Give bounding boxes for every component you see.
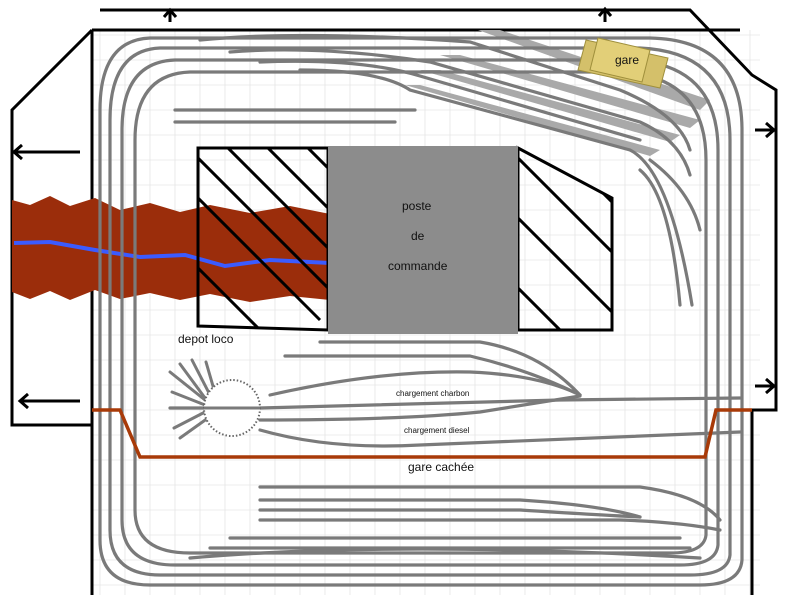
arrow-left-bottom-icon — [17, 392, 80, 410]
poste-de-commande-block — [328, 146, 518, 334]
station-track-2 — [228, 48, 692, 177]
arrow-left-top-icon — [11, 143, 80, 161]
station-building — [577, 37, 669, 89]
labels: gare poste de commande depot loco charge… — [178, 53, 639, 474]
label-commande: commande — [388, 259, 448, 273]
turntable — [168, 358, 261, 440]
direction-arrows — [11, 6, 777, 410]
station-exit-3 — [648, 158, 702, 232]
siding-depot-1 — [318, 340, 582, 397]
siding-diesel-2 — [258, 428, 742, 448]
label-gare-cachee: gare cachée — [408, 460, 474, 474]
hidden-track-1 — [258, 485, 722, 522]
rail-tracks — [98, 33, 744, 587]
track-loop-3 — [120, 58, 720, 567]
siding-charbon-1 — [268, 370, 582, 397]
track-loop-outer — [98, 36, 744, 587]
station-track-1 — [198, 33, 692, 152]
track-loop-4 — [133, 70, 708, 555]
frame-left — [90, 28, 740, 595]
hidden-track-2 — [258, 498, 642, 519]
label-poste: poste — [402, 199, 432, 213]
station-track-3 — [258, 59, 642, 142]
label-chargement-charbon: chargement charbon — [396, 389, 469, 398]
label-de: de — [411, 229, 425, 243]
track-loop-2 — [108, 46, 732, 577]
label-depot-loco: depot loco — [178, 332, 234, 346]
hidden-track-7 — [188, 547, 702, 560]
hidden-track-4 — [258, 518, 722, 532]
hatched-area-left — [196, 146, 330, 332]
arrow-up-left-icon — [162, 7, 178, 22]
river-bank — [12, 196, 330, 302]
hidden-station-outline — [92, 408, 752, 459]
label-gare: gare — [615, 53, 639, 67]
siding-diesel-1 — [258, 394, 582, 422]
station-exit-1 — [628, 148, 694, 307]
arrow-right-bottom-icon — [755, 377, 777, 395]
station-track-4 — [298, 68, 632, 152]
river — [12, 196, 331, 302]
arrow-up-right-icon — [597, 6, 613, 22]
label-chargement-diesel: chargement diesel — [404, 426, 470, 435]
arrow-right-top-icon — [755, 121, 777, 139]
station-exit-2 — [638, 168, 682, 307]
station-platforms — [405, 30, 710, 156]
hidden-track-3 — [258, 508, 642, 519]
